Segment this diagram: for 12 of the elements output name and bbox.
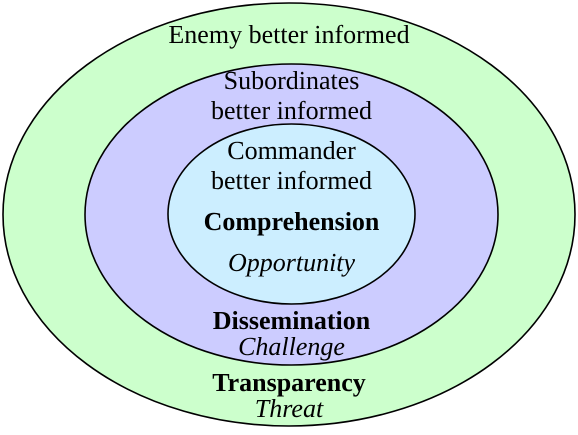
concept-label: Transparency (212, 370, 366, 396)
ring-heading: Subordinates better informed (210, 66, 373, 126)
middle-ellipse (84, 63, 499, 366)
outcome-label: Challenge (238, 334, 345, 360)
outcome-label: Opportunity (228, 250, 356, 276)
ring-heading: Commander better informed (210, 136, 373, 196)
inner-ellipse (167, 123, 416, 305)
outcome-label: Threat (254, 396, 324, 422)
ring-heading: Enemy better informed (168, 20, 410, 50)
concept-label: Comprehension (204, 209, 380, 235)
concept-label: Dissemination (212, 308, 370, 334)
outer-ellipse (2, 2, 576, 427)
